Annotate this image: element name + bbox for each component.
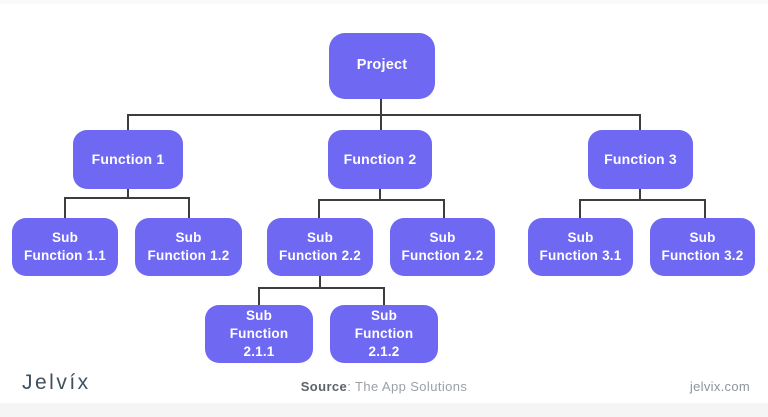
node-label: Sub Function 2.1.1 [229,308,289,359]
connector-level1-horizontal [127,114,641,116]
node-function-2: Function 2 [328,130,432,189]
node-sub-function-2-1-2: Sub Function 2.1.2 [330,305,438,363]
node-label: Sub Function 3.1 [539,230,622,263]
node-sub-function-2-2-left: Sub Function 2.2 [267,218,373,276]
node-label: Sub Function 2.2 [401,230,484,263]
node-function-1: Function 1 [73,130,183,189]
node-function-3: Function 3 [588,130,693,189]
connector-function3-stem [639,189,641,201]
source-label: Source [300,379,348,394]
connector-drop-sub32 [704,199,706,219]
node-sub-function-2-1-1: Sub Function 2.1.1 [205,305,313,363]
node-project: Project [329,33,435,99]
node-sub-function-2-2-right: Sub Function 2.2 [390,218,495,276]
connector-function1-horizontal [64,197,190,199]
node-label: Sub Function 2.2 [279,230,361,263]
node-label: Function 3 [604,151,677,168]
node-sub-function-1-1: Sub Function 1.1 [12,218,118,276]
node-sub-function-1-2: Sub Function 1.2 [135,218,242,276]
connector-function2-stem [379,189,381,201]
connector-function1-stem [127,189,129,199]
connector-sub22-stem [319,276,321,289]
connector-function2-horizontal [318,199,445,201]
website-url: jelvix.com [689,379,750,394]
connector-drop-sub12 [188,197,190,219]
connector-drop-sub31 [579,199,581,219]
bottom-edge-strip [0,403,768,417]
node-label: Sub Function 1.1 [24,230,106,263]
connector-drop-function1 [127,114,129,132]
connector-drop-sub11 [64,197,66,219]
node-label: Function 1 [91,151,165,168]
node-label: Function 2 [343,151,417,168]
connector-function3-horizontal [579,199,706,201]
node-label: Sub Function 1.2 [147,230,230,263]
connector-drop-sub212 [383,287,385,306]
node-label: Project [356,57,408,74]
connector-drop-function3 [639,114,641,132]
node-sub-function-3-2: Sub Function 3.2 [650,218,755,276]
top-edge-strip [0,0,768,4]
source-credit: Source: The App Solutions [0,379,768,394]
connector-sub22-horizontal [258,287,385,289]
jelvix-logo: Jelvíx [22,371,91,394]
node-label: Sub Function 3.2 [661,230,744,263]
connector-drop-sub22b [443,199,445,219]
connector-drop-sub211 [258,287,260,306]
connector-drop-sub22a [318,199,320,219]
node-sub-function-3-1: Sub Function 3.1 [528,218,633,276]
node-label: Sub Function 2.1.2 [354,308,414,359]
source-value: : The App Solutions [347,379,468,394]
